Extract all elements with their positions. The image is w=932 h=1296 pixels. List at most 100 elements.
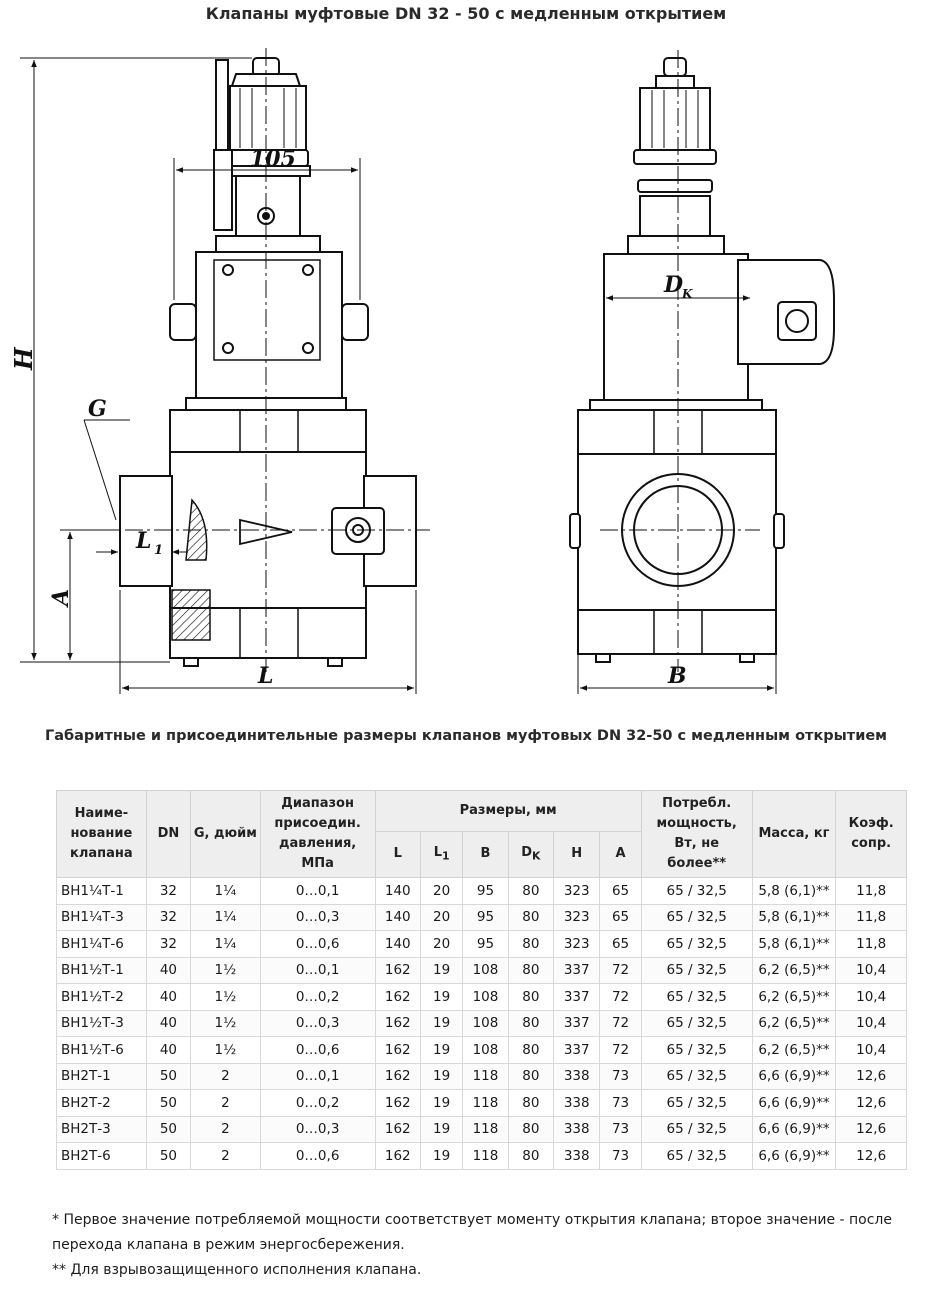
valve-technical-drawing: 105 H G L 1 A L D K B xyxy=(9,48,835,694)
footnotes: * Первое значение потребляемой мощности … xyxy=(52,1208,914,1283)
cell-a: 73 xyxy=(599,1062,642,1090)
cell-g: 2 xyxy=(190,1115,261,1143)
cell-name: ВН1¼Т-3 xyxy=(56,903,147,931)
cell-dk: 80 xyxy=(507,1142,555,1170)
cell-dn: 50 xyxy=(145,1062,192,1090)
cell-power: 65 / 32,5 xyxy=(640,877,753,905)
cell-l: 140 xyxy=(374,877,421,905)
cell-coef: 11,8 xyxy=(835,930,907,958)
cell-name: ВН2Т-1 xyxy=(56,1062,147,1090)
header-dimensions: Размеры, мм xyxy=(374,790,642,832)
cell-mass: 6,6 (6,9)** xyxy=(751,1089,837,1117)
cell-b: 108 xyxy=(462,983,509,1011)
cell-mass: 5,8 (6,1)** xyxy=(751,903,837,931)
cell-b: 108 xyxy=(462,956,509,984)
cell-l: 162 xyxy=(374,1142,421,1170)
cell-p: 0…0,1 xyxy=(259,956,376,984)
cell-a: 65 xyxy=(599,903,642,931)
cell-g: 1½ xyxy=(190,983,261,1011)
cell-b: 118 xyxy=(462,1142,509,1170)
cell-name: ВН1½Т-2 xyxy=(56,983,147,1011)
dim-l1-label: L xyxy=(135,528,151,554)
cell-b: 108 xyxy=(462,1009,509,1037)
cell-a: 65 xyxy=(599,877,642,905)
dim-h-label: H xyxy=(9,346,38,371)
cell-dn: 50 xyxy=(145,1115,192,1143)
cell-l: 140 xyxy=(374,903,421,931)
cell-power: 65 / 32,5 xyxy=(640,1062,753,1090)
cell-dn: 40 xyxy=(145,956,192,984)
cell-dk: 80 xyxy=(507,877,555,905)
side-view xyxy=(569,57,835,663)
cell-h: 323 xyxy=(553,903,601,931)
cell-coef: 12,6 xyxy=(835,1115,907,1143)
cell-power: 65 / 32,5 xyxy=(640,1142,753,1170)
header-g: G, дюйм xyxy=(190,790,261,878)
dim-105-label: 105 xyxy=(250,146,296,172)
cell-l: 162 xyxy=(374,983,421,1011)
cell-l1: 19 xyxy=(419,1115,464,1143)
cell-mass: 6,2 (6,5)** xyxy=(751,983,837,1011)
cell-p: 0…0,2 xyxy=(259,983,376,1011)
cell-g: 1¼ xyxy=(190,930,261,958)
cell-h: 338 xyxy=(553,1062,601,1090)
cell-l: 140 xyxy=(374,930,421,958)
cell-l: 162 xyxy=(374,1009,421,1037)
cell-mass: 6,6 (6,9)** xyxy=(751,1062,837,1090)
cell-dn: 50 xyxy=(145,1142,192,1170)
cell-g: 1¼ xyxy=(190,877,261,905)
cell-coef: 12,6 xyxy=(835,1062,907,1090)
header-l: L xyxy=(374,830,421,879)
cell-l1: 20 xyxy=(419,903,464,931)
header-a: A xyxy=(599,830,642,879)
cell-h: 337 xyxy=(553,983,601,1011)
cell-dn: 32 xyxy=(145,930,192,958)
cell-p: 0…0,1 xyxy=(259,1062,376,1090)
cell-b: 95 xyxy=(462,930,509,958)
cell-a: 72 xyxy=(599,1009,642,1037)
cell-h: 338 xyxy=(553,1115,601,1143)
cell-power: 65 / 32,5 xyxy=(640,983,753,1011)
cell-p: 0…0,1 xyxy=(259,877,376,905)
cell-l1: 19 xyxy=(419,1036,464,1064)
cell-b: 118 xyxy=(462,1062,509,1090)
cell-dk: 80 xyxy=(507,1036,555,1064)
cell-h: 338 xyxy=(553,1142,601,1170)
cell-power: 65 / 32,5 xyxy=(640,930,753,958)
cell-h: 338 xyxy=(553,1089,601,1117)
cell-h: 337 xyxy=(553,1036,601,1064)
cell-power: 65 / 32,5 xyxy=(640,903,753,931)
cell-a: 73 xyxy=(599,1089,642,1117)
cell-b: 95 xyxy=(462,903,509,931)
header-l1-text: L xyxy=(433,844,442,860)
cell-b: 108 xyxy=(462,1036,509,1064)
cell-name: ВН1¼Т-6 xyxy=(56,930,147,958)
dim-g-label: G xyxy=(88,396,107,422)
cell-a: 72 xyxy=(599,956,642,984)
cell-dn: 32 xyxy=(145,903,192,931)
cell-name: ВН2Т-6 xyxy=(56,1142,147,1170)
cell-a: 73 xyxy=(599,1115,642,1143)
cell-coef: 11,8 xyxy=(835,903,907,931)
cell-dk: 80 xyxy=(507,956,555,984)
dimensions-table: Наиме-нование клапана DN G, дюйм Диапазо… xyxy=(56,790,907,1170)
cell-dk: 80 xyxy=(507,1062,555,1090)
cell-p: 0…0,6 xyxy=(259,930,376,958)
cell-coef: 10,4 xyxy=(835,1009,907,1037)
cell-a: 73 xyxy=(599,1142,642,1170)
header-l1: L1 xyxy=(419,830,464,879)
cell-dk: 80 xyxy=(507,1115,555,1143)
cell-h: 323 xyxy=(553,877,601,905)
cell-mass: 6,2 (6,5)** xyxy=(751,1009,837,1037)
cell-g: 2 xyxy=(190,1062,261,1090)
dim-b-label: B xyxy=(667,663,687,689)
cell-name: ВН1¼Т-1 xyxy=(56,877,147,905)
cell-name: ВН2Т-3 xyxy=(56,1115,147,1143)
cell-coef: 12,6 xyxy=(835,1089,907,1117)
cell-h: 337 xyxy=(553,956,601,984)
